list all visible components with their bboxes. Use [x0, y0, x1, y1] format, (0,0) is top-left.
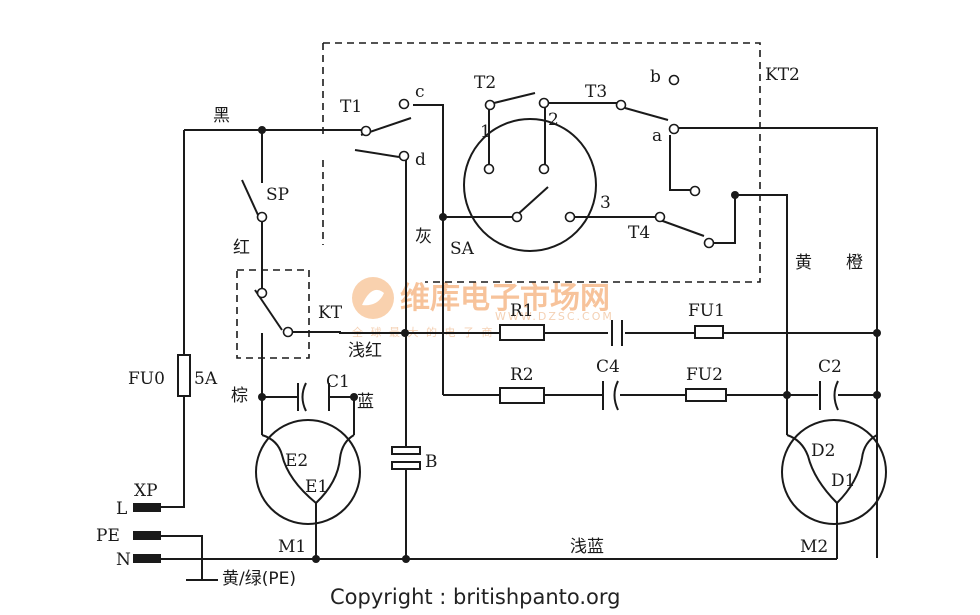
label-xp: XP — [134, 481, 158, 501]
plug-terminals — [133, 503, 161, 563]
watermark: 维库电子市场网 WWW.DZSC.COM 全 球 最 大 的 电 子 商 务 网 — [352, 277, 614, 339]
watermark-brand-text: 维库电子市场网 — [400, 281, 610, 316]
junctions — [258, 126, 881, 563]
label-3: 3 — [600, 193, 611, 213]
label-m2: M2 — [800, 537, 828, 557]
label-d2: D2 — [811, 441, 835, 461]
label-kt2: KT2 — [765, 65, 800, 85]
c2-capacitor — [819, 380, 839, 411]
contacts — [256, 74, 715, 338]
fu1-fuse — [694, 325, 724, 339]
label-c: c — [415, 82, 425, 102]
label-brown: 棕 — [231, 386, 248, 406]
label-light-blue: 浅蓝 — [570, 537, 604, 557]
label-t1: T1 — [340, 97, 362, 117]
label-fu0: FU0 — [128, 369, 165, 389]
label-fu1: FU1 — [688, 301, 725, 321]
label-b: b — [650, 67, 661, 87]
label-r2: R2 — [510, 365, 534, 385]
kt-enclosure — [236, 269, 310, 359]
label-sp: SP — [266, 185, 289, 205]
label-kt: KT — [318, 303, 343, 323]
r2-resistor — [499, 387, 545, 404]
label-c4: C4 — [596, 357, 620, 377]
label-grey: 灰 — [415, 227, 432, 247]
label-t4: T4 — [628, 223, 650, 243]
label-orange: 橙 — [846, 253, 863, 273]
m1-motor — [255, 419, 361, 525]
r1-resistor — [499, 324, 545, 341]
label-yellow: 黄 — [795, 253, 812, 273]
label-t3: T3 — [585, 82, 607, 102]
r1-capacitor — [611, 320, 623, 346]
label-n: N — [116, 550, 131, 570]
label-r1: R1 — [510, 301, 534, 321]
label-m1: M1 — [278, 537, 306, 557]
label-black: 黑 — [213, 106, 230, 126]
label-red: 红 — [233, 238, 250, 258]
label-d: d — [415, 150, 426, 170]
c4-capacitor — [602, 380, 619, 411]
labels: KT2 T1 c d T2 T3 T4 b a 1 2 3 黑 SP 红 灰 S… — [96, 65, 863, 589]
label-1: 1 — [480, 122, 491, 142]
label-d1: D1 — [831, 471, 855, 491]
label-c1: C1 — [326, 372, 350, 392]
components — [133, 320, 887, 581]
c1-capacitor — [297, 382, 330, 412]
label-2: 2 — [548, 110, 559, 130]
watermark-logo-leaf-icon — [362, 289, 384, 306]
sa-selector — [463, 118, 597, 252]
label-e2: E2 — [285, 451, 308, 471]
label-t2: T2 — [474, 73, 496, 93]
label-pe: PE — [96, 526, 120, 546]
fu0-fuse — [177, 354, 191, 397]
label-fu2: FU2 — [686, 365, 723, 385]
label-a: a — [652, 126, 662, 146]
label-b-cap: B — [425, 452, 438, 472]
label-e1: E1 — [305, 477, 328, 497]
b-capacitor — [391, 446, 421, 470]
label-blue: 蓝 — [357, 392, 374, 412]
label-ground: 黄/绿(PE) — [222, 569, 296, 589]
watermark-url-text: WWW.DZSC.COM — [495, 310, 614, 323]
kt2-enclosure — [322, 42, 761, 283]
fu2-fuse — [685, 388, 727, 402]
wiring — [161, 102, 878, 581]
label-l: L — [116, 499, 127, 519]
copyright-text: Copyright : britishpanto.org — [330, 585, 621, 609]
m2-motor — [781, 419, 887, 525]
label-light-red: 浅红 — [348, 341, 382, 361]
label-sa: SA — [450, 239, 475, 259]
switches — [241, 92, 705, 331]
label-fu0-rating: 5A — [194, 369, 218, 389]
label-c2: C2 — [818, 357, 842, 377]
